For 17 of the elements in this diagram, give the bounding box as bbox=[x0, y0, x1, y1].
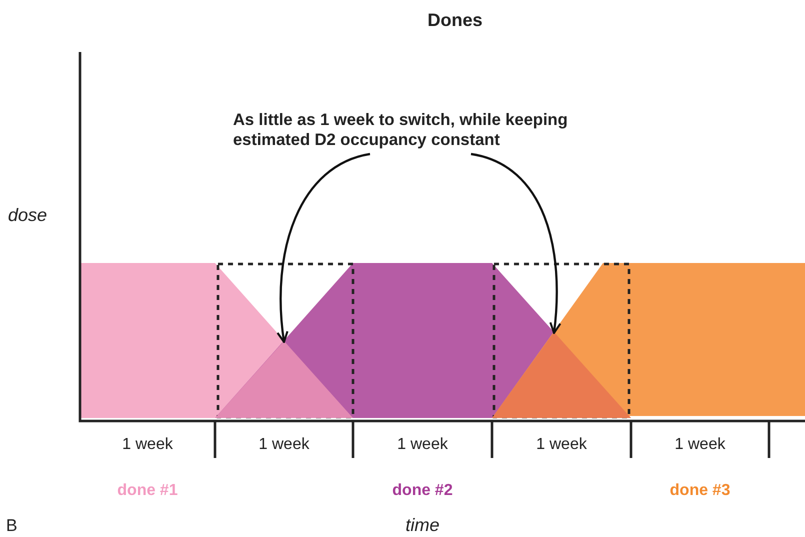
overlap-triangle bbox=[492, 332, 631, 418]
interval-label: 1 week bbox=[674, 436, 726, 454]
interval-label: 1 week bbox=[121, 436, 174, 454]
overlap-triangle bbox=[215, 341, 353, 418]
interval-label: 1 week bbox=[396, 436, 449, 454]
axis-label: dose bbox=[8, 205, 48, 226]
panel-letter: B bbox=[6, 516, 18, 536]
annotation-text: As little as 1 week to switch, while keeping estimated D2 occupancy constant bbox=[233, 110, 623, 150]
arrow bbox=[470, 152, 561, 334]
drug-label: done #1 bbox=[116, 482, 179, 500]
interval-label: 1 week bbox=[535, 436, 588, 454]
drug-label: done #3 bbox=[668, 482, 732, 500]
axis-label: time bbox=[404, 515, 440, 536]
drug-label: done #2 bbox=[391, 482, 454, 500]
interval-label: 1 week bbox=[258, 436, 310, 454]
chart-title: Dones bbox=[426, 10, 484, 31]
arrow bbox=[276, 152, 370, 343]
